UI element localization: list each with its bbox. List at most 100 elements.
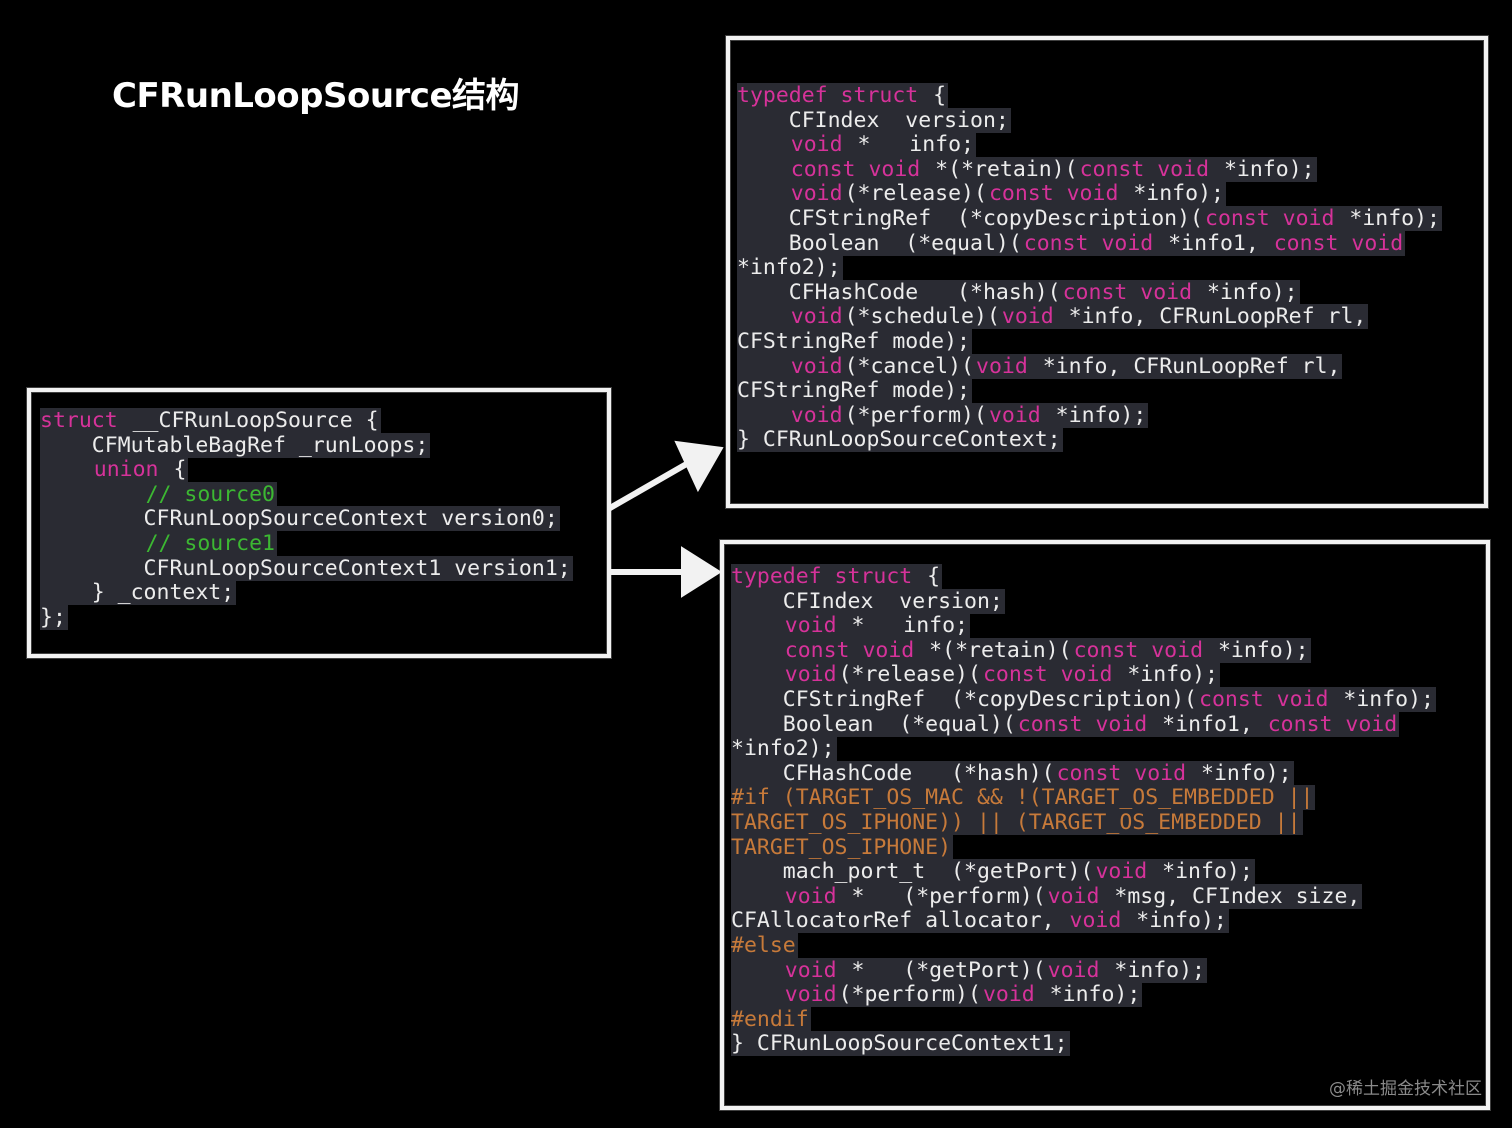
keyword-token: void (1095, 859, 1150, 885)
keyword-token: void (976, 353, 1030, 379)
code-line: CFIndex version; (737, 107, 1442, 134)
code-token: (*perform)( (838, 982, 983, 1008)
keyword-token: void (790, 402, 845, 428)
code-token (731, 883, 785, 909)
code-token: * (*getPort)( (838, 957, 1048, 983)
keyword-token: const void (790, 156, 923, 182)
code-token (40, 530, 146, 556)
cfrunloopsource-code: struct __CFRunLoopSource { CFMutableBagR… (40, 408, 573, 631)
code-token: (*schedule)( (844, 304, 1002, 330)
code-line: void(*schedule)(void *info, CFRunLoopRef… (737, 304, 1442, 330)
code-token (731, 982, 785, 1008)
code-token: *info); (1211, 156, 1317, 182)
code-token (731, 637, 785, 663)
code-token: *info); (1205, 637, 1311, 663)
keyword-token: void (988, 402, 1043, 428)
code-line: CFHashCode (*hash)(const void *info); (737, 279, 1442, 306)
code-token: *info1, (1155, 230, 1274, 256)
code-token: CFIndex version; (731, 588, 1005, 614)
code-token: *info); (1336, 205, 1443, 231)
code-token: *info, CFRunLoopRef rl, (1029, 353, 1343, 379)
code-token: *info); (1120, 181, 1226, 207)
code-token: *info1, (1149, 711, 1268, 737)
preprocessor-token: TARGET_OS_IPHONE) (731, 834, 954, 860)
keyword-token: void (1069, 908, 1124, 934)
keyword-token: void (790, 304, 845, 330)
code-line: *info2); (737, 255, 1442, 281)
code-token: * info; (838, 613, 971, 639)
code-token: CFStringRef mode); (737, 378, 972, 404)
code-line: void * (*perform)(void *msg, CFIndex siz… (731, 883, 1436, 910)
code-line: CFStringRef mode); (737, 378, 1442, 404)
code-token (731, 662, 785, 688)
code-token: *info); (1330, 686, 1437, 712)
watermark: @稀土掘金技术社区 (1329, 1079, 1482, 1099)
code-line: CFAllocatorRef allocator, void *info); (731, 908, 1436, 934)
keyword-token: const void (1205, 205, 1337, 231)
keyword-token: const void (1199, 686, 1331, 712)
code-line: typedef struct { (731, 564, 1436, 590)
code-token: *info); (1042, 402, 1149, 428)
code-token: CFStringRef (*copyDescription)( (737, 205, 1205, 231)
code-token: *msg, CFIndex size, (1101, 883, 1363, 909)
code-line: // source1 (40, 530, 573, 557)
arrow-to-context1 (607, 546, 722, 598)
preprocessor-token: #else (731, 932, 798, 958)
code-token: *info); (1149, 859, 1255, 885)
code-line: void * info; (731, 613, 1436, 639)
code-token: *info2); (737, 255, 843, 281)
code-token (737, 156, 791, 182)
code-line: } _context; (40, 580, 573, 606)
code-token: *info); (1194, 279, 1300, 305)
code-token (737, 353, 791, 379)
code-token: *info2); (731, 736, 837, 762)
code-token: (*release)( (838, 662, 983, 688)
code-token: (*perform)( (844, 402, 989, 428)
code-token: (*release)( (844, 181, 989, 207)
keyword-token: const void (988, 181, 1121, 207)
keyword-token: void (1047, 957, 1102, 983)
keyword-token: void (784, 883, 839, 909)
code-line: mach_port_t (*getPort)(void *info); (731, 859, 1436, 885)
code-token: CFRunLoopSourceContext1 version1; (40, 555, 573, 581)
code-token: * info; (844, 132, 977, 158)
code-line: CFHashCode (*hash)(const void *info); (731, 760, 1436, 787)
context1-struct-box (720, 540, 1490, 1110)
code-line: Boolean (*equal)(const void *info1, cons… (737, 230, 1442, 257)
code-line: }; (40, 604, 573, 631)
code-line: void * (*getPort)(void *info); (731, 957, 1436, 984)
arrow-to-context (607, 440, 724, 511)
code-token: CFRunLoopSourceContext version0; (40, 506, 560, 532)
keyword-token: void (982, 982, 1037, 1008)
code-line: #endif (731, 1006, 1436, 1033)
code-line: CFStringRef (*copyDescription)(const voi… (731, 686, 1437, 713)
code-token: Boolean (*equal)( (737, 230, 1024, 256)
code-line: CFMutableBagRef _runLoops; (40, 432, 573, 459)
code-token: CFHashCode (*hash)( (731, 760, 1057, 786)
code-line: TARGET_OS_IPHONE) (731, 834, 1436, 861)
code-line: // source0 (40, 481, 573, 508)
context-code: typedef struct { CFIndex version; void *… (737, 83, 1443, 453)
code-token: * (*perform)( (838, 883, 1048, 909)
code-token: __CFRunLoopSource { (119, 408, 381, 433)
code-token (737, 402, 791, 428)
code-line: CFRunLoopSourceContext version0; (40, 506, 573, 532)
keyword-token: void (784, 957, 839, 983)
code-token: }; (40, 604, 68, 630)
keyword-token: typedef struct (731, 564, 915, 589)
code-line: CFStringRef mode); (737, 328, 1442, 355)
comment-token: // source0 (145, 481, 278, 507)
code-line: #else (731, 932, 1436, 959)
code-token: } _context; (40, 580, 237, 606)
code-token: *info); (1036, 982, 1143, 1008)
code-token: { (914, 564, 943, 589)
comment-token: // source1 (145, 530, 278, 556)
code-line: TARGET_OS_IPHONE)) || (TARGET_OS_EMBEDDE… (731, 809, 1436, 836)
keyword-token: void (1047, 883, 1102, 909)
code-line: const void *(*retain)(const void *info); (731, 637, 1436, 664)
code-token: CFHashCode (*hash)( (737, 279, 1063, 305)
code-token: CFStringRef mode); (737, 328, 972, 354)
code-token: Boolean (*equal)( (731, 711, 1018, 737)
code-line: union { (40, 457, 573, 483)
